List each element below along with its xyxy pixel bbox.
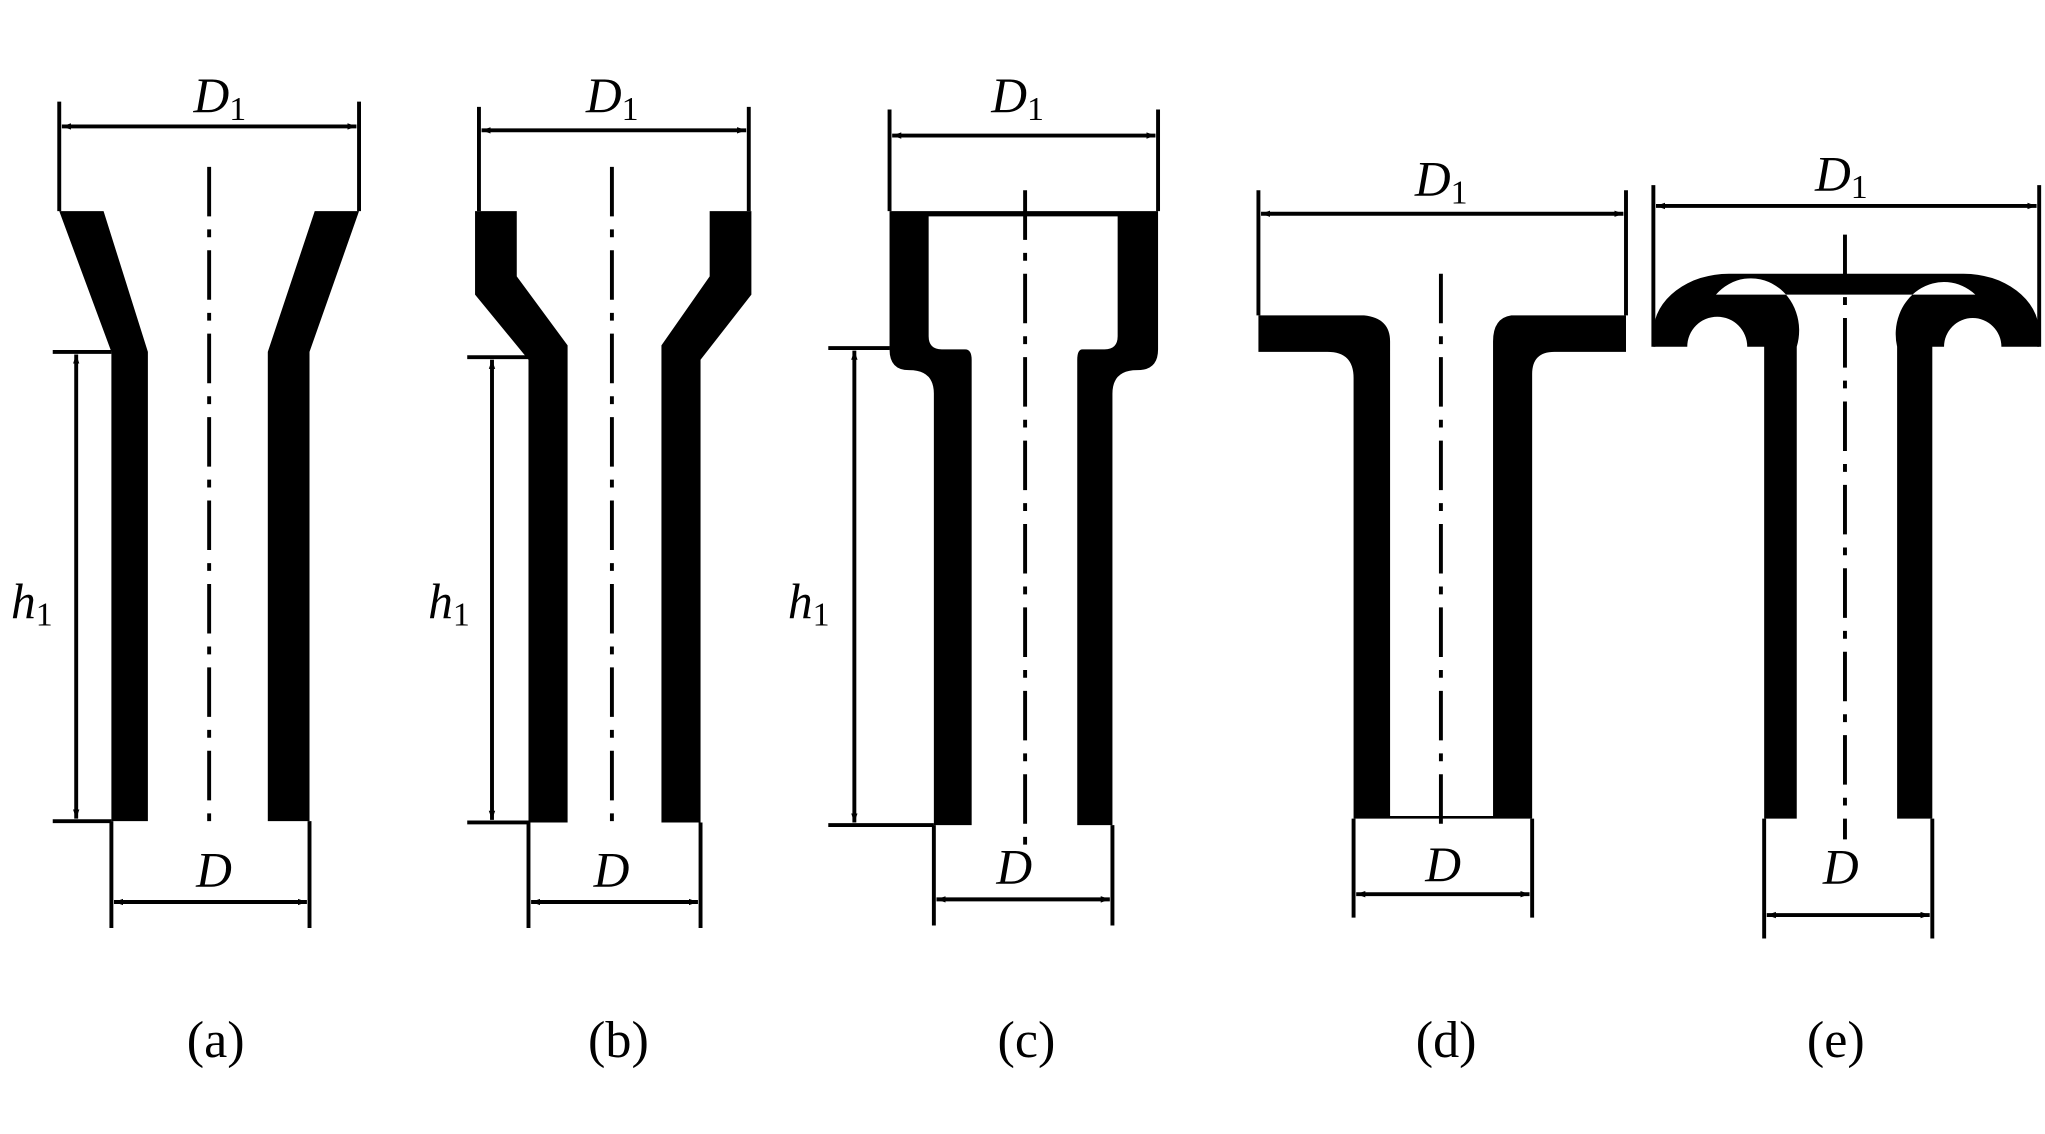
panel-d-caption: (d) (1416, 1012, 1477, 1069)
panel-b-caption: (b) (588, 1012, 649, 1069)
panel-c-caption: (c) (997, 1012, 1055, 1069)
panel-c-height-label: h1 (788, 574, 830, 634)
panel-c-bottom-label: D (995, 840, 1032, 895)
panel-a: D1 D h1 (a) (11, 68, 362, 1069)
panel-a-wall (59, 211, 360, 822)
panel-c: D1 D h1 (c) (788, 68, 1161, 1069)
panel-b-top-label: D1 (585, 68, 639, 128)
panel-e: D1 D (e) (1651, 146, 2042, 1069)
panel-e-caption: (e) (1807, 1012, 1865, 1069)
panel-e-wall (1653, 273, 2040, 819)
panel-b: D1 D h1 (b) (428, 68, 752, 1069)
panel-b-wall (475, 211, 752, 823)
panel-d-top-label: D1 (1414, 152, 1468, 212)
panel-e-top-label: D1 (1814, 146, 1868, 206)
panel-c-wall (889, 211, 1159, 826)
panel-b-height-label: h1 (428, 574, 470, 634)
panel-b-bottom-label: D (593, 842, 630, 897)
panel-a-top-label: D1 (193, 68, 247, 128)
panel-d: D1 D (d) (1256, 152, 1628, 1069)
panel-a-bottom-label: D (195, 842, 232, 897)
panel-a-height-label: h1 (11, 574, 53, 634)
panel-e-bottom-label: D (1822, 840, 1859, 895)
panel-c-top-label: D1 (990, 68, 1044, 128)
panel-a-caption: (a) (187, 1012, 245, 1069)
panel-d-bottom-label: D (1424, 837, 1461, 892)
